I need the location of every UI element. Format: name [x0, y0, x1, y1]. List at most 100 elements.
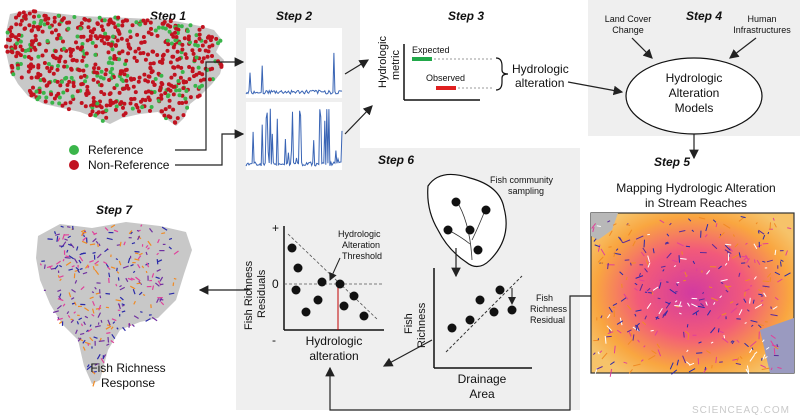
site-dot — [18, 22, 23, 27]
response-reach — [110, 326, 114, 330]
response-reach — [116, 267, 118, 272]
stream-reach — [665, 241, 669, 244]
stream-reach — [691, 303, 698, 308]
response-reach — [103, 261, 108, 265]
residual-label-1: Fish — [536, 293, 553, 303]
site-dot — [168, 60, 173, 65]
response-reach — [76, 321, 79, 325]
site-dot — [90, 109, 95, 114]
site-dot — [180, 42, 185, 47]
stream-reach — [776, 344, 778, 347]
stream-reach — [787, 227, 792, 230]
site-dot — [57, 56, 62, 61]
stream-reach — [641, 321, 647, 326]
response-reach — [156, 298, 160, 303]
site-dot — [61, 90, 66, 95]
site-dot — [200, 83, 204, 88]
site-dot — [52, 19, 57, 24]
site-dot — [26, 48, 31, 53]
stream-reach — [600, 261, 604, 264]
stream-reach — [749, 348, 753, 353]
regression-point — [495, 285, 505, 295]
site-dot — [22, 54, 27, 59]
site-dot — [71, 84, 76, 89]
response-reach — [160, 301, 165, 306]
response-reach — [111, 318, 117, 322]
site-dot — [176, 64, 181, 69]
stream-reach — [674, 300, 678, 303]
site-dot — [200, 59, 205, 64]
site-dot — [106, 41, 111, 46]
response-reach — [151, 316, 158, 322]
response-reach — [156, 259, 159, 265]
site-dot — [176, 23, 181, 28]
response-reach — [95, 240, 99, 244]
site-dot — [113, 25, 118, 30]
site-dot — [11, 72, 16, 77]
response-reach — [89, 260, 94, 263]
site-dot — [200, 25, 205, 29]
site-dot — [180, 101, 185, 105]
site-dot — [99, 69, 104, 74]
site-dot — [44, 83, 49, 88]
site-dot — [123, 62, 128, 67]
response-reach — [81, 240, 88, 245]
response-reach — [65, 261, 72, 266]
site-dot — [16, 13, 21, 18]
stream-reach — [596, 225, 601, 227]
site-dot — [108, 98, 113, 103]
stream-reach — [608, 306, 613, 313]
response-reach — [138, 291, 143, 296]
response-reach — [100, 319, 103, 323]
response-reach — [79, 267, 83, 270]
watershed-outline — [427, 173, 507, 268]
response-reach — [84, 315, 89, 319]
site-dot — [9, 49, 14, 54]
stream-reach — [723, 223, 731, 229]
site-dot — [203, 39, 208, 44]
site-dot — [216, 41, 220, 46]
stream-reach — [770, 306, 772, 310]
stream-reach — [757, 324, 762, 328]
site-dot — [101, 28, 105, 32]
stream-reach — [724, 262, 728, 266]
site-dot — [126, 51, 131, 56]
response-reach — [79, 256, 84, 262]
stream-reach — [678, 301, 682, 307]
stream-reach — [761, 367, 770, 370]
response-reach — [91, 231, 96, 235]
stream-reach — [666, 252, 672, 259]
site-dot — [143, 57, 148, 62]
stream-reach — [684, 330, 690, 335]
response-reach — [57, 316, 60, 320]
site-dot — [201, 77, 206, 82]
response-reach — [140, 311, 143, 313]
response-reach — [147, 240, 152, 246]
stream-reach — [660, 265, 666, 268]
legend-reference-label: Reference — [88, 143, 144, 157]
site-dot — [149, 32, 154, 37]
site-dot — [188, 40, 192, 45]
site-dot — [58, 36, 63, 41]
site-dot — [135, 32, 140, 37]
site-dot — [134, 20, 139, 25]
site-dot — [53, 28, 58, 33]
site-dot — [102, 18, 107, 23]
response-reach — [119, 284, 122, 288]
response-reach — [168, 246, 172, 250]
response-reach — [106, 237, 113, 241]
site-dot — [30, 28, 34, 33]
response-reach — [78, 317, 83, 321]
site-dot — [6, 37, 10, 42]
hydrograph-nonref-series — [245, 108, 343, 167]
stream-reach — [756, 259, 761, 265]
response-reach — [105, 325, 112, 330]
site-dot — [114, 104, 119, 109]
stream-reach — [678, 255, 680, 263]
site-dot — [179, 65, 184, 70]
site-dot — [85, 38, 90, 43]
site-dot — [44, 48, 48, 53]
site-dot — [121, 87, 125, 91]
site-dot — [197, 93, 202, 98]
response-reach — [86, 365, 92, 371]
